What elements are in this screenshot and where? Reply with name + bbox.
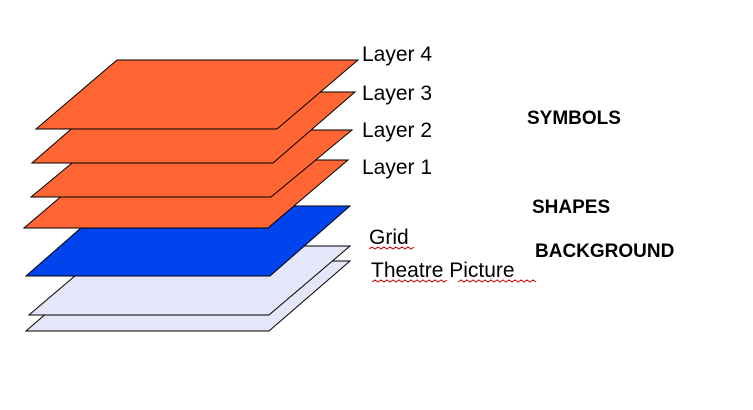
group-label-shapes: SHAPES <box>532 197 610 218</box>
plane-layer-4 <box>34 59 360 130</box>
label-theatre-picture: Theatre Picture <box>371 259 515 282</box>
layer-planes <box>22 59 360 332</box>
spellcheck-underline-theatre <box>371 279 448 283</box>
spellcheck-underline-grid <box>368 246 415 250</box>
spellcheck-underlines <box>368 246 537 283</box>
label-layer-3: Layer 3 <box>362 82 432 105</box>
spellcheck-underline-picture <box>457 279 537 283</box>
group-label-symbols: SYMBOLS <box>527 108 621 129</box>
label-layer-1: Layer 1 <box>362 156 432 179</box>
label-grid: Grid <box>369 226 409 249</box>
group-label-background: BACKGROUND <box>535 241 674 262</box>
label-layer-2: Layer 2 <box>362 119 432 142</box>
label-layer-4: Layer 4 <box>362 43 432 66</box>
